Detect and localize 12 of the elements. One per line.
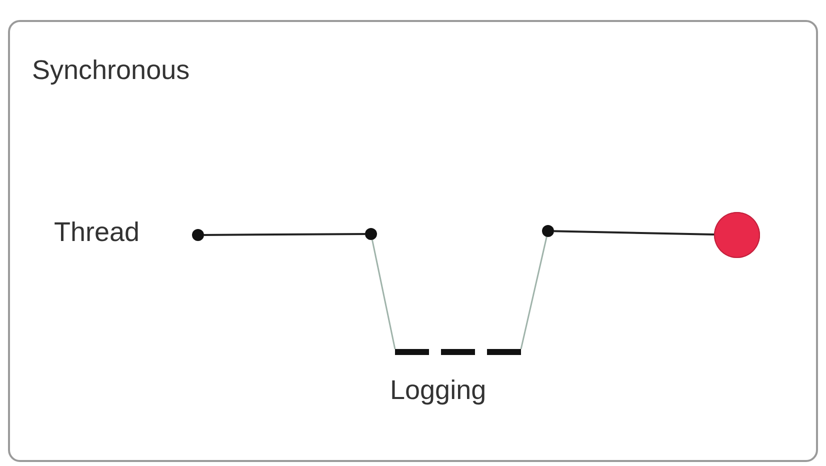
node-label: Thread [54, 216, 140, 248]
end-circle [714, 212, 760, 258]
connector-line [554, 230, 714, 236]
connector-line [204, 233, 365, 236]
connector-line [372, 240, 396, 350]
node-label: Logging [390, 374, 486, 406]
dot [542, 225, 554, 237]
dot [192, 229, 204, 241]
panel-title: Synchronous [32, 54, 190, 86]
panel [8, 20, 818, 462]
connector-line [520, 236, 548, 350]
dot [365, 228, 377, 240]
